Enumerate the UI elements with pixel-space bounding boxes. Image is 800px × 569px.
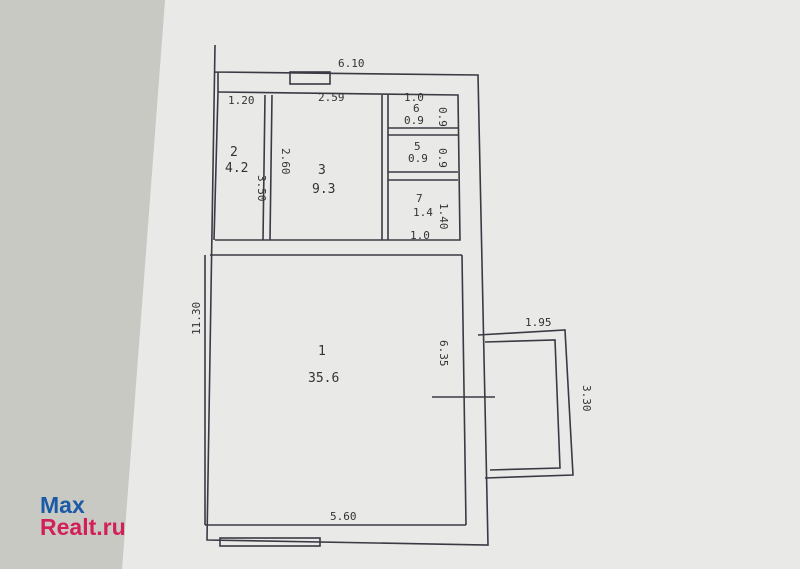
dim-room7-height: 1.40 — [437, 203, 450, 230]
dim-room5-side: 0.9 — [436, 148, 449, 168]
room-3-area: 9.3 — [312, 182, 335, 197]
room-5-area: 0.9 — [408, 152, 428, 165]
dim-room6-top: 1.0 — [404, 91, 424, 104]
room-2-number: 2 — [230, 145, 238, 160]
dim-room3-height: 2.60 — [279, 148, 292, 175]
dim-left-height: 11.30 — [190, 302, 203, 335]
dim-annex-width: 1.95 — [525, 316, 552, 329]
walls — [204, 44, 574, 547]
paper-sheet — [122, 0, 800, 569]
room-1-area: 35.6 — [308, 371, 339, 386]
dim-room7-width: 1.0 — [410, 229, 430, 242]
dim-room2-height: 3.50 — [255, 175, 268, 202]
background-table — [0, 0, 165, 569]
dim-annex-height: 3.30 — [580, 385, 593, 412]
room-3-number: 3 — [318, 163, 326, 178]
room-2-area: 4.2 — [225, 161, 248, 176]
dim-room2-top: 1.20 — [228, 94, 255, 107]
room-5-number: 5 — [414, 140, 421, 153]
room-7-number: 7 — [416, 192, 423, 205]
room-6-area: 0.9 — [404, 114, 424, 127]
room-7-area: 1.4 — [413, 206, 433, 219]
dim-main-right-height: 6.35 — [437, 340, 450, 367]
dim-bottom-width: 5.60 — [330, 510, 357, 523]
watermark-line1: Max — [40, 492, 85, 518]
watermark-line2: Realt.ru — [40, 514, 126, 540]
watermark-logo: Max Realt.ru — [40, 492, 126, 540]
dim-top-width: 6.10 — [338, 57, 365, 70]
room-6-number: 6 — [413, 102, 420, 115]
dim-room3-top: 2.59 — [318, 91, 345, 104]
dim-room6-side: 0.9 — [436, 107, 449, 127]
room-1-number: 1 — [318, 344, 326, 359]
